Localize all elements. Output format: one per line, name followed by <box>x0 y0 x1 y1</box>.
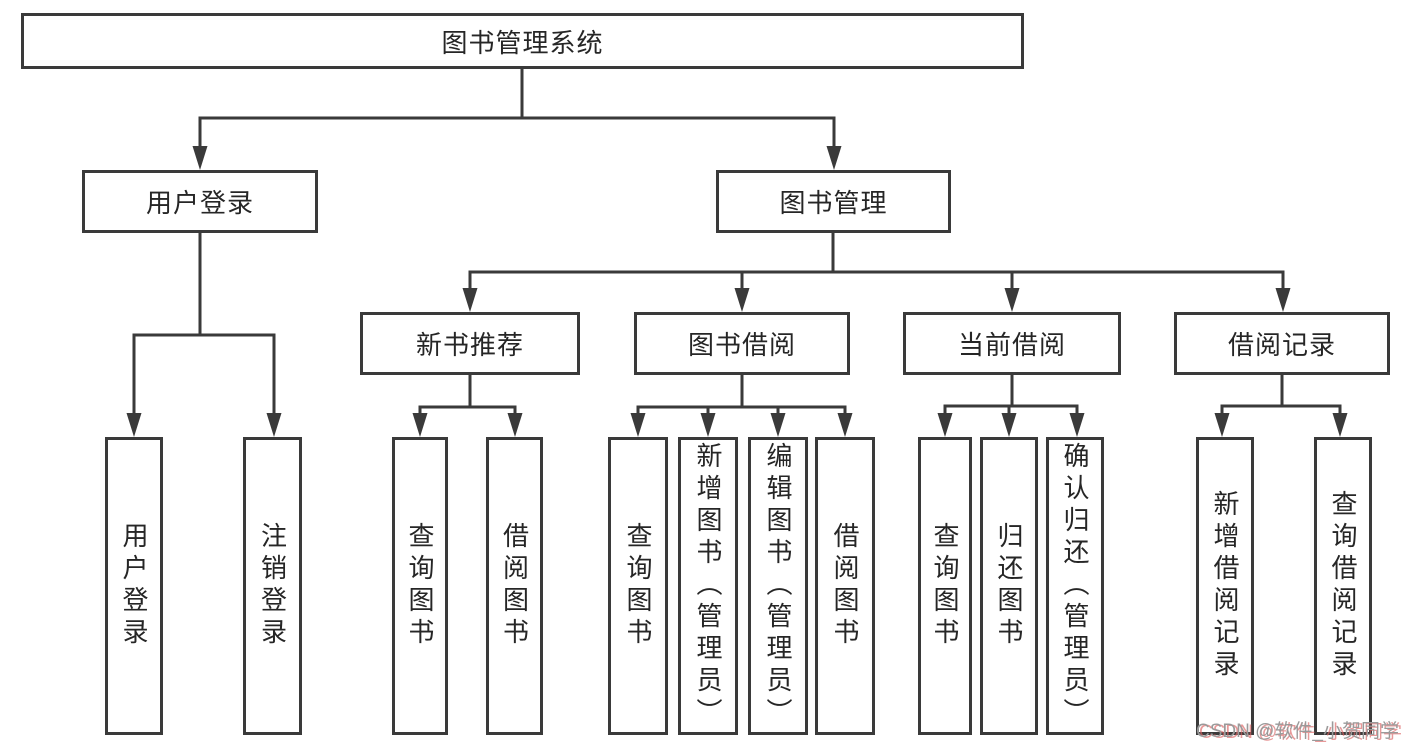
user-login-node: 用户登录 <box>82 170 318 233</box>
arrow-icon <box>937 413 953 437</box>
leaf-recommend-borrow-book-label: 借阅图书 <box>499 522 530 650</box>
borrow-record-node: 借阅记录 <box>1174 312 1390 375</box>
leaf-recommend-query-book: 查询图书 <box>392 437 448 735</box>
leaf-edit-book-admin-label: 编辑图书（管理员） <box>763 442 793 730</box>
current-borrow-node: 当前借阅 <box>903 312 1121 375</box>
leaf-user-login-label: 用户登录 <box>119 522 149 650</box>
arrow-icon <box>1001 413 1017 437</box>
arrow-icon <box>462 288 478 312</box>
leaf-add-borrow-record: 新增借阅记录 <box>1196 437 1254 735</box>
book-management-node: 图书管理 <box>716 170 951 233</box>
leaf-confirm-return-admin-label: 确认归还（管理员） <box>1060 442 1090 730</box>
leaf-confirm-return-admin: 确认归还（管理员） <box>1046 437 1104 735</box>
book-management-label: 图书管理 <box>779 188 888 218</box>
leaf-borrow-query-book-label: 查询图书 <box>623 522 653 650</box>
new-book-recommend-node: 新书推荐 <box>360 312 580 375</box>
leaf-recommend-query-book-label: 查询图书 <box>405 522 435 650</box>
arrow-icon <box>770 413 786 437</box>
arrow-icon <box>507 413 523 437</box>
arrow-icon <box>1275 288 1291 312</box>
book-borrow-label: 图书借阅 <box>687 330 796 360</box>
leaf-add-book-admin-label: 新增图书（管理员） <box>693 442 723 730</box>
arrow-icon <box>734 288 750 312</box>
arrow-icon <box>126 413 142 437</box>
arrow-icon <box>1214 413 1230 437</box>
leaf-add-book-admin: 新增图书（管理员） <box>678 437 738 735</box>
leaf-current-query-book: 查询图书 <box>918 437 972 735</box>
leaf-query-borrow-record: 查询借阅记录 <box>1314 437 1372 735</box>
user-login-label: 用户登录 <box>145 188 254 218</box>
leaf-borrow-book: 借阅图书 <box>815 437 875 735</box>
leaf-query-borrow-record-label: 查询借阅记录 <box>1328 490 1358 682</box>
root-node: 图书管理系统 <box>21 13 1024 69</box>
arrow-icon <box>826 146 842 170</box>
leaf-return-book: 归还图书 <box>980 437 1038 735</box>
leaf-edit-book-admin: 编辑图书（管理员） <box>748 437 808 735</box>
arrow-icon <box>837 413 853 437</box>
leaf-user-login: 用户登录 <box>105 437 163 735</box>
arrow-icon <box>1332 413 1348 437</box>
arrow-icon <box>1069 413 1085 437</box>
arrow-icon <box>412 413 428 437</box>
arrow-icon <box>1004 288 1020 312</box>
leaf-return-book-label: 归还图书 <box>994 522 1024 650</box>
borrow-record-label: 借阅记录 <box>1227 330 1336 360</box>
leaf-recommend-borrow-book: 借阅图书 <box>486 437 543 735</box>
current-borrow-label: 当前借阅 <box>957 330 1066 360</box>
arrow-icon <box>266 413 282 437</box>
new-book-recommend-label: 新书推荐 <box>415 330 524 360</box>
arrow-icon <box>630 413 646 437</box>
book-borrow-node: 图书借阅 <box>634 312 850 375</box>
leaf-borrow-query-book: 查询图书 <box>608 437 668 735</box>
leaf-logout-label: 注销登录 <box>257 522 288 650</box>
leaf-logout: 注销登录 <box>243 437 302 735</box>
watermark: CSDN @软件_小贺同学 <box>1196 721 1399 742</box>
arrow-icon <box>700 413 716 437</box>
leaf-add-borrow-record-label: 新增借阅记录 <box>1210 490 1240 682</box>
leaf-current-query-book-label: 查询图书 <box>930 522 960 650</box>
leaf-borrow-book-label: 借阅图书 <box>830 522 860 650</box>
arrow-icon <box>192 146 208 170</box>
root-node-label: 图书管理系统 <box>441 27 604 58</box>
